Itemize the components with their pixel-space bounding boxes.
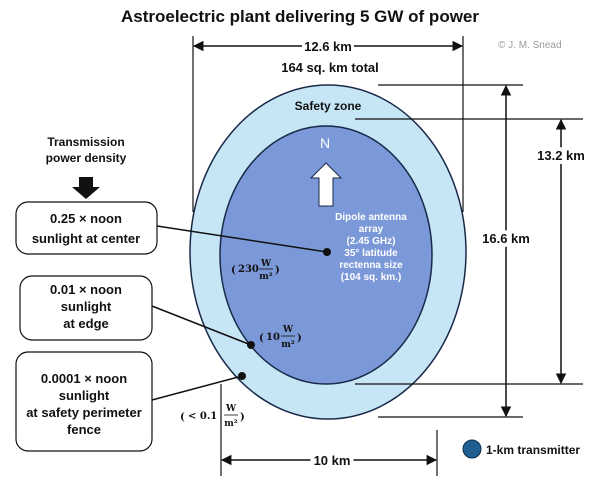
pd-center-unit-den: m² [259, 272, 273, 282]
edge-connector [151, 305, 252, 346]
pd-center-value: 230 [238, 264, 259, 275]
antenna-line: (2.45 GHz) [347, 236, 396, 247]
total-area-label: 164 sq. km total [281, 60, 379, 75]
center-connector [156, 225, 328, 253]
copyright-note: © J. M. Snead [498, 40, 562, 51]
box-line: at safety perimeter [26, 405, 142, 420]
center-density-box: 0.25 × noon sunlight at center [15, 201, 158, 255]
antenna-line: 35° latitude [344, 248, 398, 259]
bottom-width-label: 10 km [314, 453, 351, 468]
svg-text:(: ( [180, 412, 185, 423]
transmission-heading-line: Transmission [47, 135, 124, 149]
perimeter-density-box: 0.0001 × noon sunlight at safety perimet… [15, 351, 153, 452]
box-line: fence [67, 422, 101, 437]
box-line: sunlight at center [32, 231, 140, 246]
power-density-center: ( 230 W m² ) [231, 259, 280, 282]
pd-edge-value: 10 [266, 332, 280, 343]
pd-perimeter-unit-den: m² [224, 419, 238, 429]
antenna-line: Dipole antenna [335, 212, 407, 223]
box-line: 0.01 × noon [50, 282, 122, 297]
antenna-line: rectenna size [339, 260, 403, 271]
pd-perimeter-unit-num: W [225, 404, 237, 414]
box-line: 0.0001 × noon [41, 371, 127, 386]
pd-perimeter-value: < 0.1 [188, 411, 217, 422]
transmitter-legend-label: 1-km transmitter [486, 443, 580, 457]
diagram-title: Astroelectric plant delivering 5 GW of p… [121, 7, 479, 26]
perimeter-connector [151, 375, 243, 401]
down-arrow-icon [72, 177, 100, 199]
inner-height-label: 13.2 km [537, 148, 585, 163]
power-density-edge: ( 10 W m² ) [259, 325, 302, 350]
svg-text:): ) [297, 333, 302, 344]
svg-text:): ) [240, 412, 245, 423]
outer-height-label: 16.6 km [482, 231, 530, 246]
pd-edge-unit-den: m² [281, 340, 295, 350]
box-line: sunlight [61, 299, 112, 314]
safety-zone-label: Safety zone [295, 99, 362, 113]
antenna-line: (104 sq. km.) [341, 272, 402, 283]
svg-text:(: ( [231, 265, 236, 276]
pd-edge-unit-num: W [282, 325, 294, 335]
transmission-heading-line: power density [46, 151, 127, 165]
svg-text:(: ( [259, 333, 264, 344]
box-line: 0.25 × noon [50, 211, 122, 226]
edge-density-box: 0.01 × noon sunlight at edge [19, 275, 153, 341]
antenna-description: Dipole antenna array (2.45 GHz) 35° lati… [335, 212, 407, 283]
antenna-line: array [359, 224, 384, 235]
svg-text:): ) [275, 265, 280, 276]
north-label: N [320, 135, 330, 151]
pd-center-unit-num: W [260, 259, 272, 269]
north-arrow-icon [309, 162, 343, 207]
power-density-perimeter: ( < 0.1 W m² ) [180, 404, 245, 429]
box-line: sunlight [59, 388, 110, 403]
box-line: at edge [63, 316, 109, 331]
transmitter-legend-icon [462, 439, 482, 459]
top-width-label: 12.6 km [304, 39, 352, 54]
